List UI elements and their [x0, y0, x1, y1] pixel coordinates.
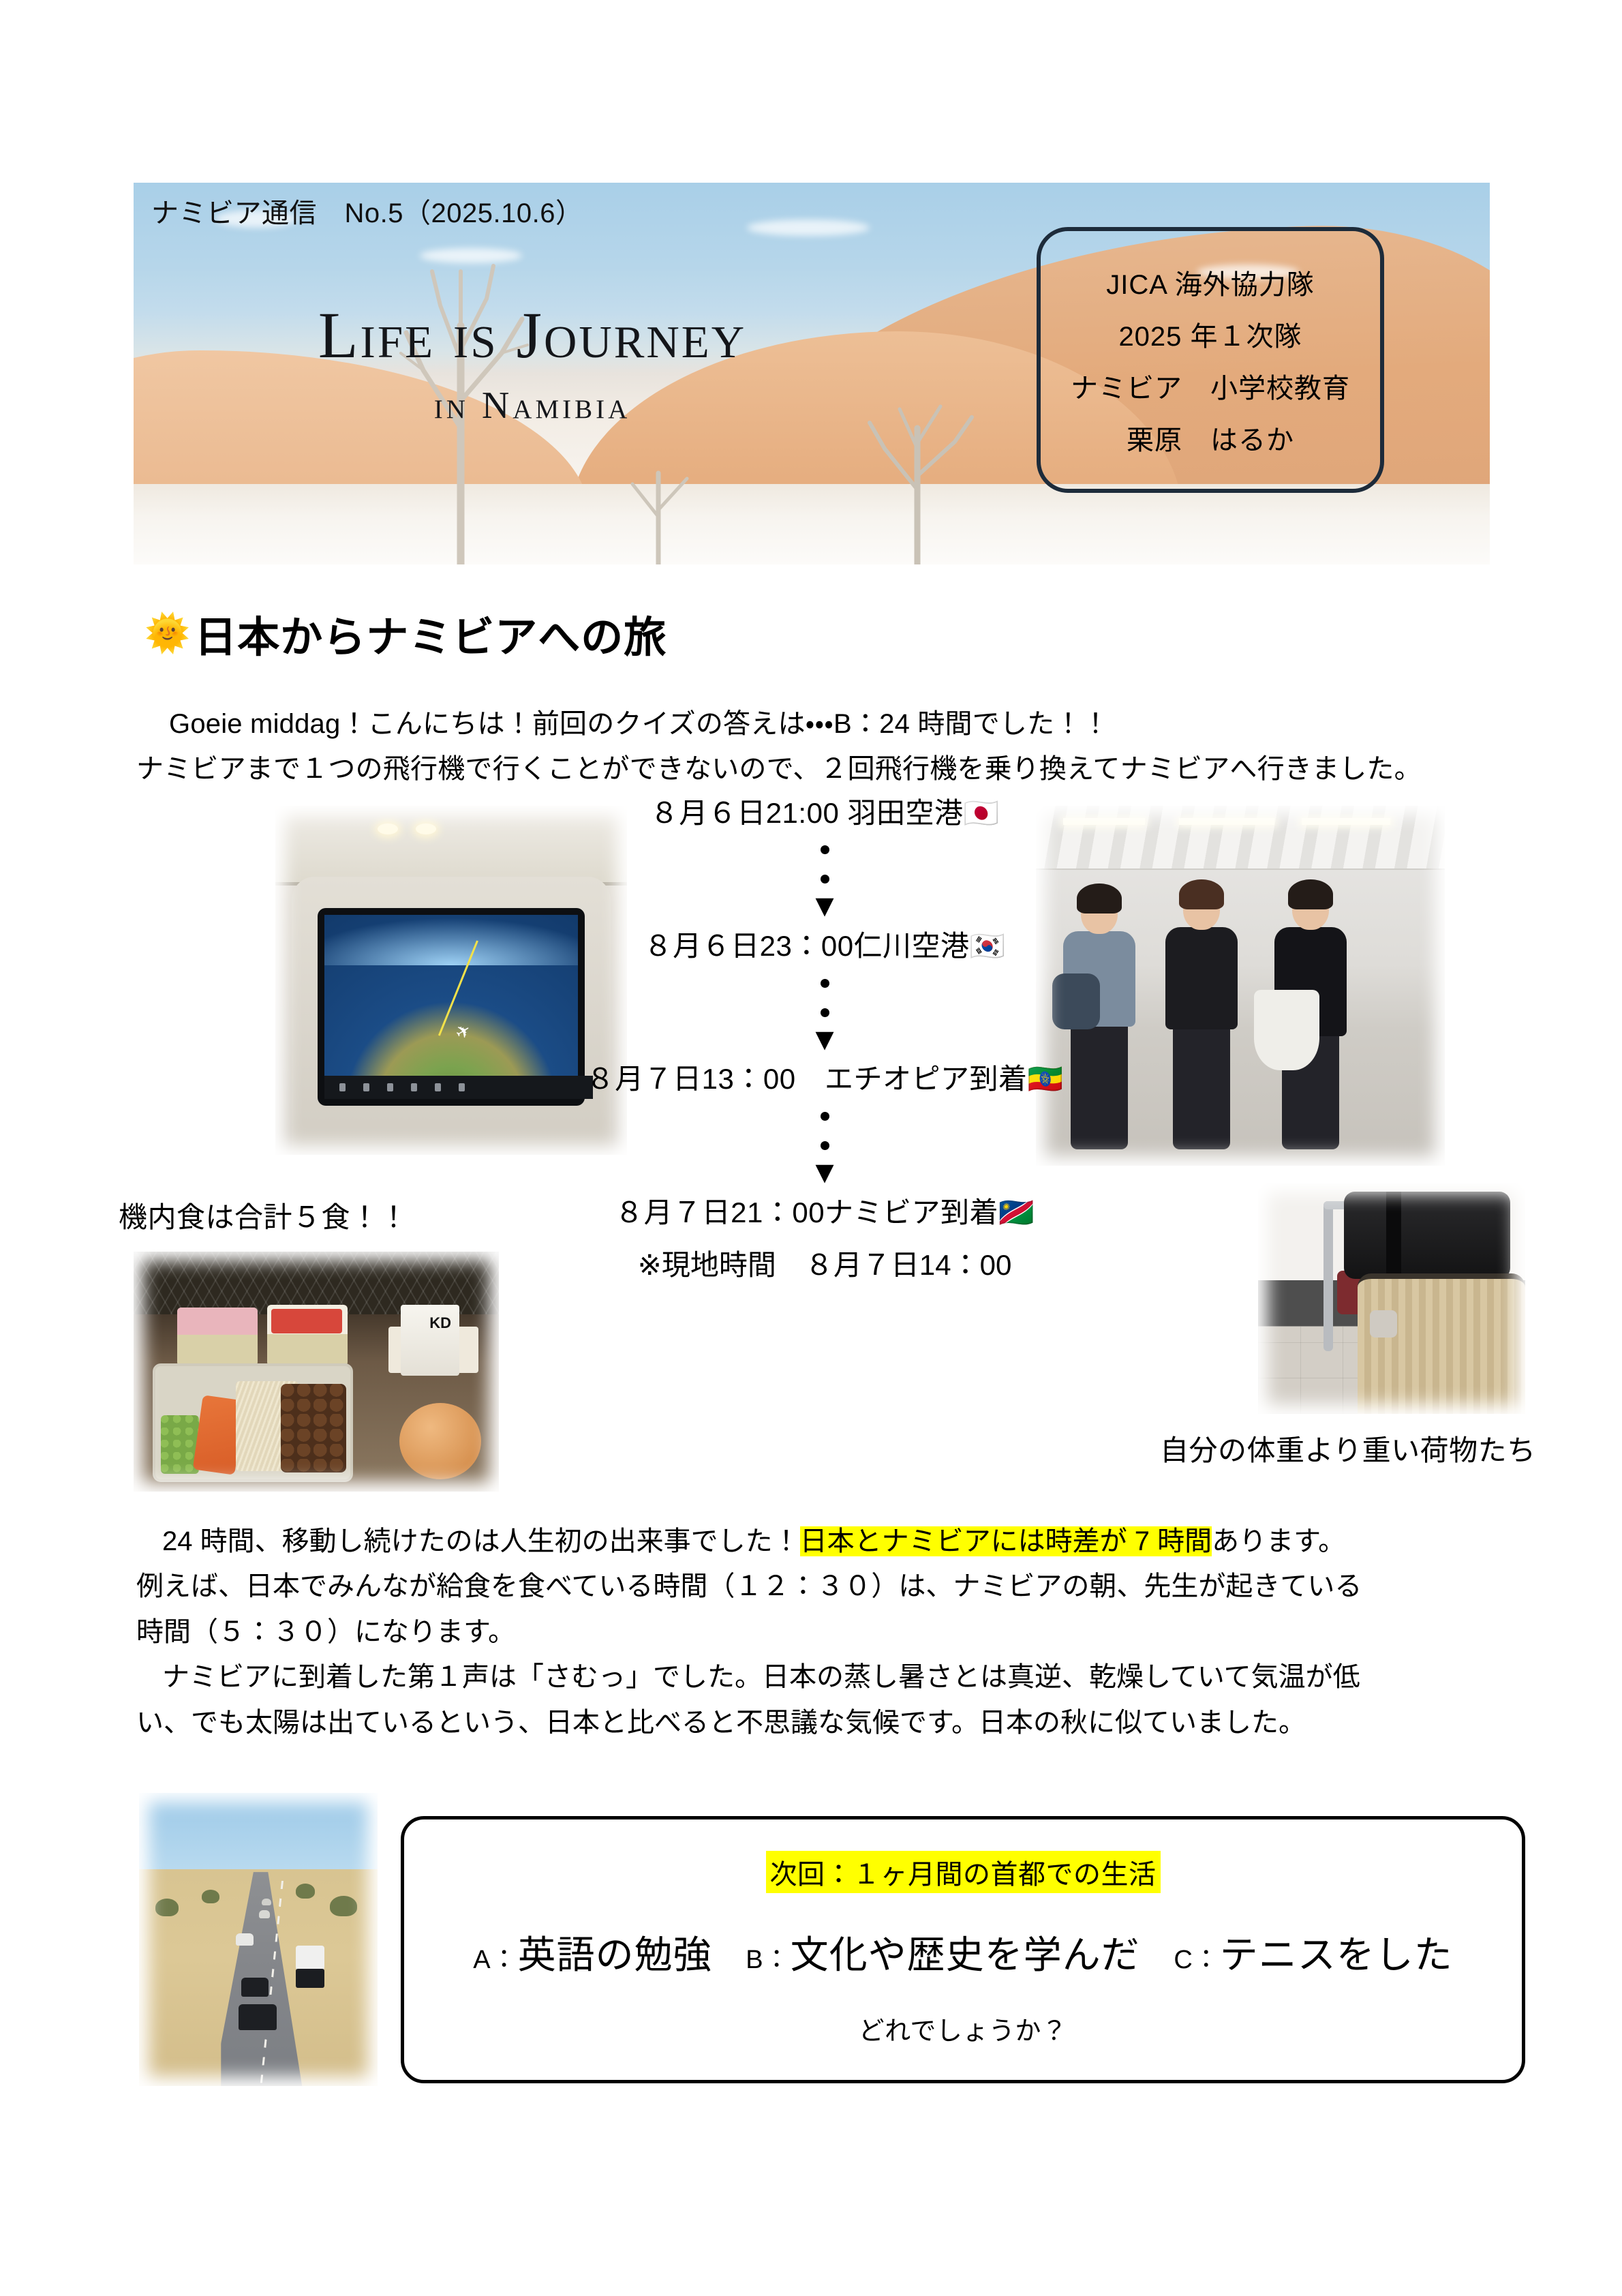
issue-number-text: ナミビア通信 No.5（2025.10.6）	[151, 198, 583, 228]
jica-org-line: JICA 海外協力隊	[1106, 270, 1315, 300]
next-issue-label: 次回：１ヶ月間の首都での生活	[765, 1851, 1161, 1893]
time-difference-highlight: 日本とナミビアには時差が 7 時間	[799, 1526, 1212, 1556]
timeline-connector	[518, 1111, 1131, 1150]
connector-dot	[820, 1008, 829, 1017]
jica-author-name: 栗原 はるか	[1127, 425, 1294, 455]
flag-south-korea-icon: 🇰🇷	[969, 930, 1006, 963]
quiz-options-row: A：英語の勉強 B：文化や歴史を学んだ C：テニスをした	[404, 1924, 1522, 1980]
body-paragraph-3: 時間（５：３０）になります。	[136, 1616, 515, 1647]
timeline-step-text: ８月６日23：00仁川空港	[643, 930, 970, 963]
caption-inflight-meals: 機内食は合計５食！！	[119, 1201, 409, 1233]
quiz-option-c-label: C：	[1174, 1946, 1220, 1974]
quiz-option-b-text[interactable]: 文化や歴史を学んだ	[790, 1933, 1140, 1976]
quiz-option-c-text[interactable]: テニスをした	[1219, 1933, 1453, 1976]
photo-namibian-highway	[139, 1793, 378, 2086]
body-paragraph-4: ナミビアに到着した第１声は「さむっ」でした。日本の蒸し暑さとは真逆、乾燥していて…	[162, 1662, 1360, 1693]
section-heading-text: 日本からナミビアへの旅	[194, 614, 667, 661]
body-text-block: 24 時間、移動し続けたのは人生初の出来事でした！日本とナミビアには時差が 7 …	[136, 1519, 1506, 1745]
photo-inflight-entertainment-screen: ✈	[275, 806, 627, 1155]
timeline-arrow: ▼	[809, 1021, 840, 1057]
local-time-note: ※現地時間 ８月７日14：00	[637, 1248, 1012, 1281]
photo-airline-meal-tray: KD	[134, 1252, 499, 1492]
banner-logo: Life is Journey in Namibia	[181, 302, 883, 427]
body-paragraph-1: 24 時間、移動し続けたのは人生初の出来事でした！日本とナミビアには時差が 7 …	[136, 1519, 1506, 1564]
jica-cohort-line: 2025 年１次隊	[1118, 322, 1302, 352]
jica-assignment-line: ナミビア 小学校教育	[1071, 374, 1350, 404]
dead-tree-icon	[630, 470, 689, 564]
timeline-connector	[518, 845, 1131, 884]
next-issue-quiz-box: 次回：１ヶ月間の首都での生活 A：英語の勉強 B：文化や歴史を学んだ C：テニス…	[401, 1816, 1525, 2083]
timeline-step: ８月６日23：00仁川空港🇰🇷	[518, 929, 1131, 963]
flag-japan-icon: 🇯🇵	[963, 797, 1000, 829]
quiz-option-a-text[interactable]: 英語の勉強	[517, 1933, 712, 1976]
intro-paragraph-line-1: Goeie middag！こんにちは！前回のクイズの答えは・・・B：24 時間で…	[169, 709, 1110, 739]
connector-dot	[820, 1141, 829, 1150]
connector-dot	[820, 875, 829, 884]
salt-pan	[134, 484, 1490, 564]
cloud	[215, 210, 297, 228]
flag-namibia-icon: 🇳🇦	[998, 1196, 1035, 1228]
timeline-connector	[518, 978, 1131, 1017]
timeline-step: ８月６日21:00 羽田空港🇯🇵	[518, 796, 1131, 830]
sun-icon: 🌞	[144, 613, 191, 654]
cloud	[747, 220, 870, 236]
timeline-step: ８月７日21：00ナミビア到着🇳🇦	[518, 1196, 1131, 1230]
logo-title-sub: in Namibia	[433, 384, 631, 427]
flight-itinerary-timeline: ８月６日21:00 羽田空港🇯🇵 ▼ ８月６日23：00仁川空港🇰🇷 ▼ ８月７…	[518, 796, 1131, 1284]
connector-dot	[820, 1111, 829, 1121]
jica-info-box: JICA 海外協力隊 2025 年１次隊 ナミビア 小学校教育 栗原 はるか	[1037, 227, 1384, 493]
quiz-option-a-label: A：	[473, 1946, 518, 1974]
connector-dot	[820, 845, 829, 855]
body-text-after-highlight: あります。	[1212, 1526, 1346, 1556]
header-banner: ナミビア通信 No.5（2025.10.6） Life is Journey i…	[134, 183, 1490, 564]
dead-tree-icon	[868, 404, 974, 564]
timeline-step-text: ８月７日21：00ナミビア到着	[615, 1196, 999, 1228]
cloud	[1197, 265, 1299, 280]
timeline-step-text: ８月７日13：00 エチオピア到着	[585, 1063, 1028, 1096]
section-heading: 🌞 日本からナミビアへの旅	[144, 603, 667, 664]
connector-dot	[820, 978, 829, 988]
timeline-step: ８月７日13：00 エチオピア到着🇪🇹	[518, 1062, 1131, 1096]
body-paragraph-5: い、でも太陽は出ているという、日本と比べると不思議な気候です。日本の秋に似ていま…	[136, 1707, 1306, 1738]
cloud	[420, 248, 522, 263]
intro-paragraph-line-2: ナミビアまで１つの飛行機で行くことができないので、２回飛行機を乗り換えてナミビア…	[136, 754, 1422, 784]
quiz-option-b-label: B：	[746, 1946, 791, 1974]
photo-luggage-cart	[1258, 1183, 1525, 1414]
photo-travelers-at-airport	[1036, 806, 1445, 1166]
logo-title-main: Life is Journey	[318, 299, 747, 372]
flag-ethiopia-icon: 🇪🇹	[1027, 1063, 1064, 1096]
caption-heavy-luggage: 自分の体重より重い荷物たち	[1160, 1434, 1536, 1466]
body-paragraph-2: 例えば、日本でみんなが給食を食べている時間（１２：３０）は、ナミビアの朝、先生が…	[136, 1571, 1362, 1602]
timeline-arrow: ▼	[809, 888, 840, 924]
timeline-step-text: ８月６日21:00 羽田空港	[649, 797, 964, 829]
body-text-before-highlight: 24 時間、移動し続けたのは人生初の出来事でした！	[162, 1526, 800, 1556]
timeline-arrow: ▼	[809, 1153, 840, 1190]
dead-tree-icon	[399, 264, 529, 564]
quiz-prompt-text: どれでしょうか？	[858, 2017, 1068, 2046]
